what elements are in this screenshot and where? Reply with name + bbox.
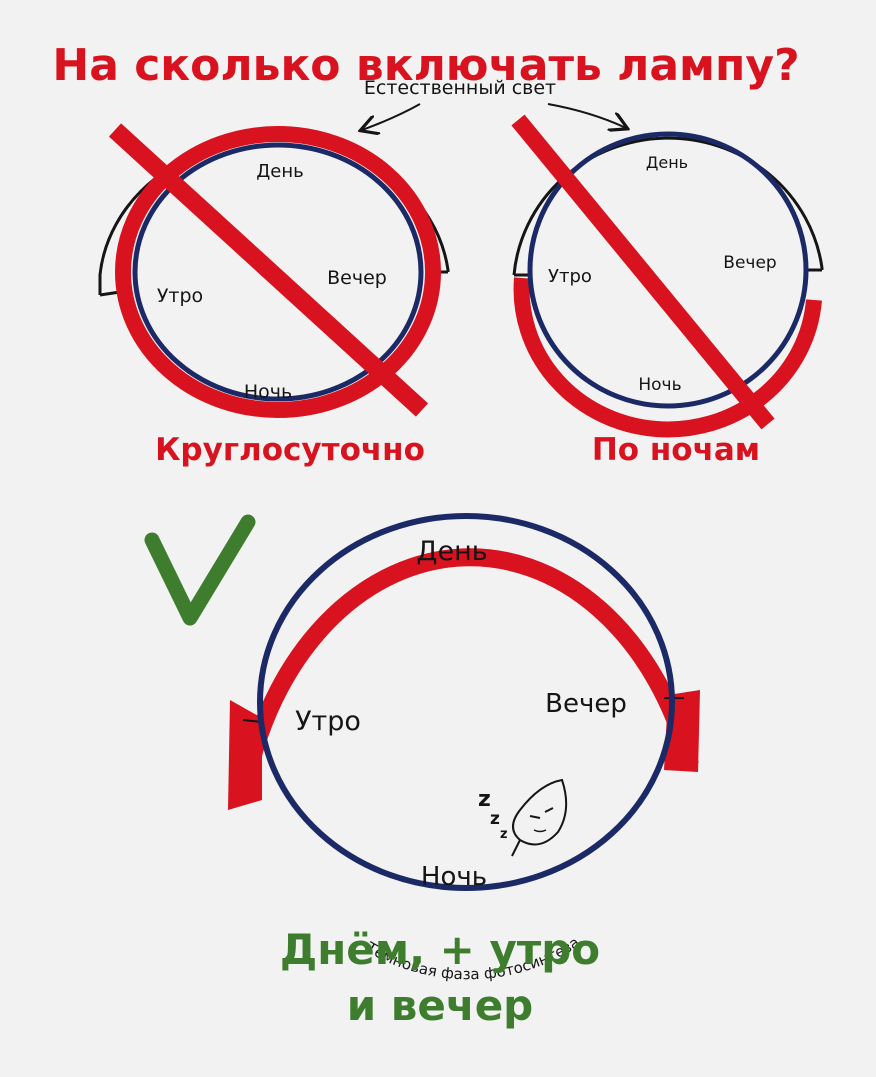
- label-evening: Вечер: [545, 689, 627, 719]
- answer-line-1: Днём, + утро: [280, 925, 600, 974]
- natural-light-label: Естественный свет: [364, 77, 556, 99]
- natural-light-arc: [512, 136, 824, 276]
- check-mark-icon: [144, 514, 256, 626]
- lamp-arc-night: [513, 277, 822, 438]
- label-morning: Утро: [157, 285, 203, 307]
- day-cycle-ring: [527, 131, 809, 409]
- label-morning: Утро: [548, 266, 592, 287]
- day-cycle-ring: [257, 513, 675, 891]
- diagram-day-morning-evening: День Утро Вечер Ночь z z z Темновая фаза…: [144, 513, 700, 983]
- zzz-text: z: [478, 787, 491, 812]
- cross-out-mark: [511, 114, 775, 430]
- day-cycle-ring: [132, 142, 424, 402]
- label-day: День: [646, 153, 688, 172]
- svg-text:z: z: [500, 827, 508, 842]
- page-title: На сколько включать лампу?: [52, 40, 799, 91]
- lamp-arc-morning-end: [228, 700, 262, 810]
- caption-round-the-clock: Круглосуточно: [155, 432, 425, 468]
- lamp-ring: [115, 126, 441, 418]
- label-day: День: [256, 161, 304, 182]
- label-night: Ночь: [244, 381, 292, 403]
- svg-text:z: z: [490, 809, 500, 829]
- sleeping-leaf-icon: z z z: [478, 778, 568, 857]
- label-day: День: [416, 536, 487, 567]
- cross-out-mark: [108, 123, 429, 417]
- answer-line-2: и вечер: [347, 981, 534, 1030]
- label-evening: Вечер: [327, 267, 387, 289]
- label-morning: Утро: [295, 706, 361, 737]
- label-night: Ночь: [638, 375, 681, 395]
- caption-at-night: По ночам: [592, 432, 760, 468]
- diagram-round-the-clock: День Утро Вечер Ночь Круглосуточно: [98, 123, 450, 468]
- arrow-to-right-arc: [547, 103, 626, 128]
- arrow-to-left-arc: [362, 103, 421, 130]
- diagram-at-night: День Утро Вечер Ночь По ночам: [511, 114, 824, 468]
- label-night: Ночь: [421, 862, 487, 892]
- label-evening: Вечер: [723, 253, 776, 273]
- lamp-arc-day: [234, 548, 699, 802]
